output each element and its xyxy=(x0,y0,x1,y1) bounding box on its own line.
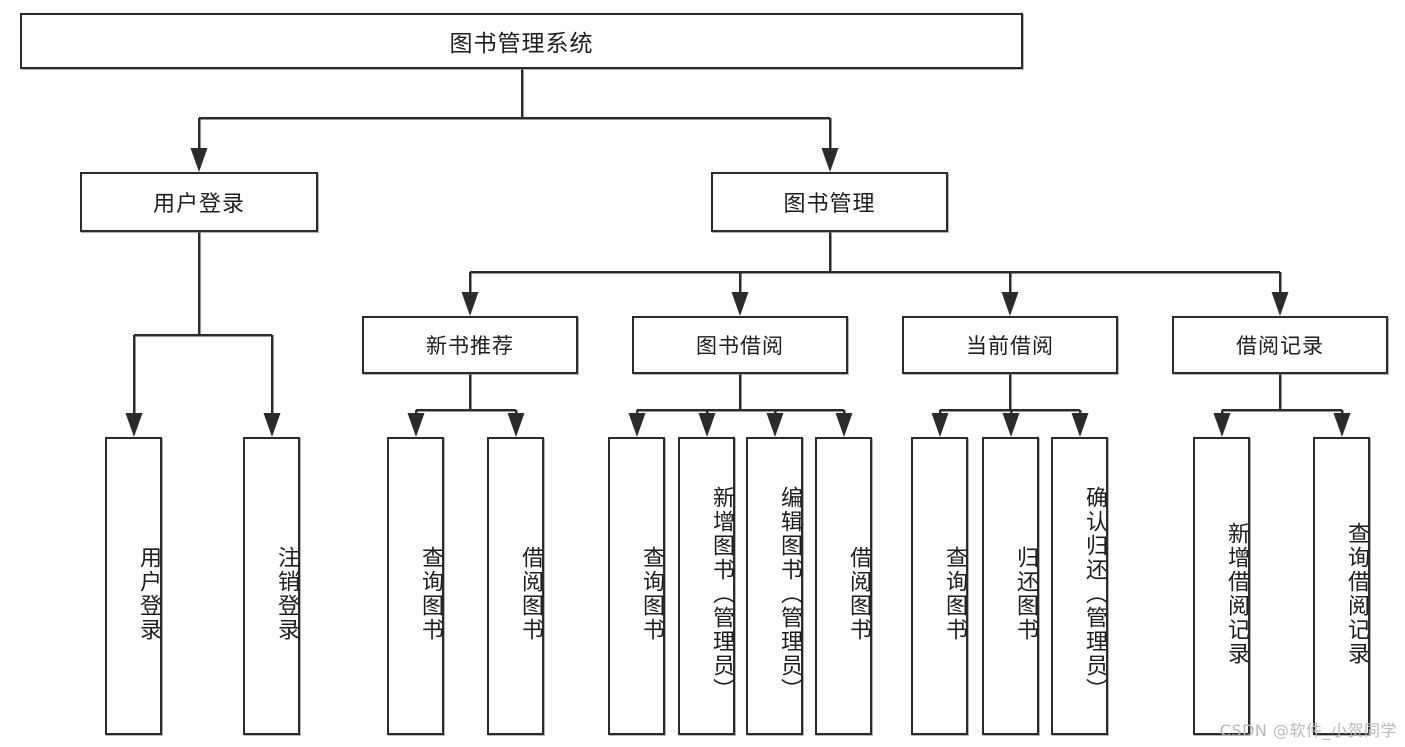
arrowhead-icon-l1-user-login xyxy=(190,148,208,172)
node-l3-return-book[interactable]: 归还图书 xyxy=(982,437,1039,735)
arrowhead-icon-l1-book-manage xyxy=(821,148,839,172)
node-label: 注销登录 xyxy=(274,546,299,642)
node-label: 查询图书 xyxy=(639,546,664,642)
arrowhead-icon-l3-query-borrow-record xyxy=(1333,413,1351,437)
node-label: 新增借阅记录 xyxy=(1224,522,1249,666)
node-l1-user-login[interactable]: 用户登录 xyxy=(80,172,318,232)
node-label: 借阅记录 xyxy=(1236,334,1324,358)
node-l3-add-book-admin[interactable]: 新增图书（管理员） xyxy=(678,437,735,735)
node-l2-new-book-rec[interactable]: 新书推荐 xyxy=(362,316,578,374)
node-l1-book-manage[interactable]: 图书管理 xyxy=(711,172,948,232)
node-label: 图书管理系统 xyxy=(449,31,594,57)
node-label: 借阅图书 xyxy=(846,546,871,642)
node-l3-user-login[interactable]: 用户登录 xyxy=(105,437,162,735)
node-label: 查询图书 xyxy=(942,546,967,642)
node-l3-edit-book-admin[interactable]: 编辑图书（管理员） xyxy=(746,437,803,735)
node-l3-confirm-return-admin[interactable]: 确认归还（管理员） xyxy=(1051,437,1108,735)
arrowhead-icon-l3-query-book-c xyxy=(931,413,949,437)
arrowhead-icon-l3-query-book-a xyxy=(407,413,425,437)
arrowhead-icon-l2-new-book-rec xyxy=(461,292,479,316)
arrowhead-icon-l3-user-login xyxy=(125,413,143,437)
node-label: 用户登录 xyxy=(152,192,245,217)
node-label: 查询图书 xyxy=(418,546,443,642)
arrowhead-icon-l3-add-borrow-record xyxy=(1213,413,1231,437)
node-label: 编辑图书（管理员） xyxy=(777,486,802,702)
node-root[interactable]: 图书管理系统 xyxy=(20,13,1023,69)
node-label: 当前借阅 xyxy=(966,334,1054,358)
node-label: 借阅图书 xyxy=(518,546,543,642)
node-l3-query-book-a[interactable]: 查询图书 xyxy=(387,437,444,735)
arrowhead-icon-l2-book-borrow xyxy=(731,292,749,316)
node-label: 图书管理 xyxy=(783,192,876,217)
node-l3-query-borrow-record[interactable]: 查询借阅记录 xyxy=(1313,437,1370,735)
arrowhead-icon-l3-borrow-book-a xyxy=(507,413,525,437)
node-l3-query-book-b[interactable]: 查询图书 xyxy=(608,437,665,735)
arrowhead-icon-l3-borrow-book-b xyxy=(835,413,853,437)
arrowhead-icon-l3-return-book xyxy=(1002,413,1020,437)
arrowhead-icon-l3-add-book-admin xyxy=(698,413,716,437)
node-label: 用户登录 xyxy=(136,546,161,642)
arrowhead-icon-l3-confirm-return-admin xyxy=(1071,413,1089,437)
node-l2-borrow-record[interactable]: 借阅记录 xyxy=(1172,316,1388,374)
arrowhead-icon-l2-current-borrow xyxy=(1001,292,1019,316)
node-label: 查询借阅记录 xyxy=(1344,522,1369,666)
node-label: 确认归还（管理员） xyxy=(1082,486,1107,702)
arrowhead-icon-l3-logout-login xyxy=(263,413,281,437)
node-label: 新增图书（管理员） xyxy=(709,486,734,702)
node-l3-logout-login[interactable]: 注销登录 xyxy=(243,437,300,735)
node-l3-add-borrow-record[interactable]: 新增借阅记录 xyxy=(1193,437,1250,735)
node-l2-book-borrow[interactable]: 图书借阅 xyxy=(632,316,848,374)
arrowhead-icon-l3-query-book-b xyxy=(628,413,646,437)
watermark-text: CSDN @软件_小贺同学 xyxy=(1219,721,1397,740)
arrowhead-icon-l3-edit-book-admin xyxy=(766,413,784,437)
arrowhead-icon-l2-borrow-record xyxy=(1271,292,1289,316)
node-l3-borrow-book-a[interactable]: 借阅图书 xyxy=(487,437,544,735)
node-l2-current-borrow[interactable]: 当前借阅 xyxy=(902,316,1118,374)
node-label: 新书推荐 xyxy=(426,334,514,358)
node-label: 图书借阅 xyxy=(696,334,784,358)
node-l3-borrow-book-b[interactable]: 借阅图书 xyxy=(815,437,872,735)
node-l3-query-book-c[interactable]: 查询图书 xyxy=(911,437,968,735)
node-label: 归还图书 xyxy=(1013,546,1038,642)
